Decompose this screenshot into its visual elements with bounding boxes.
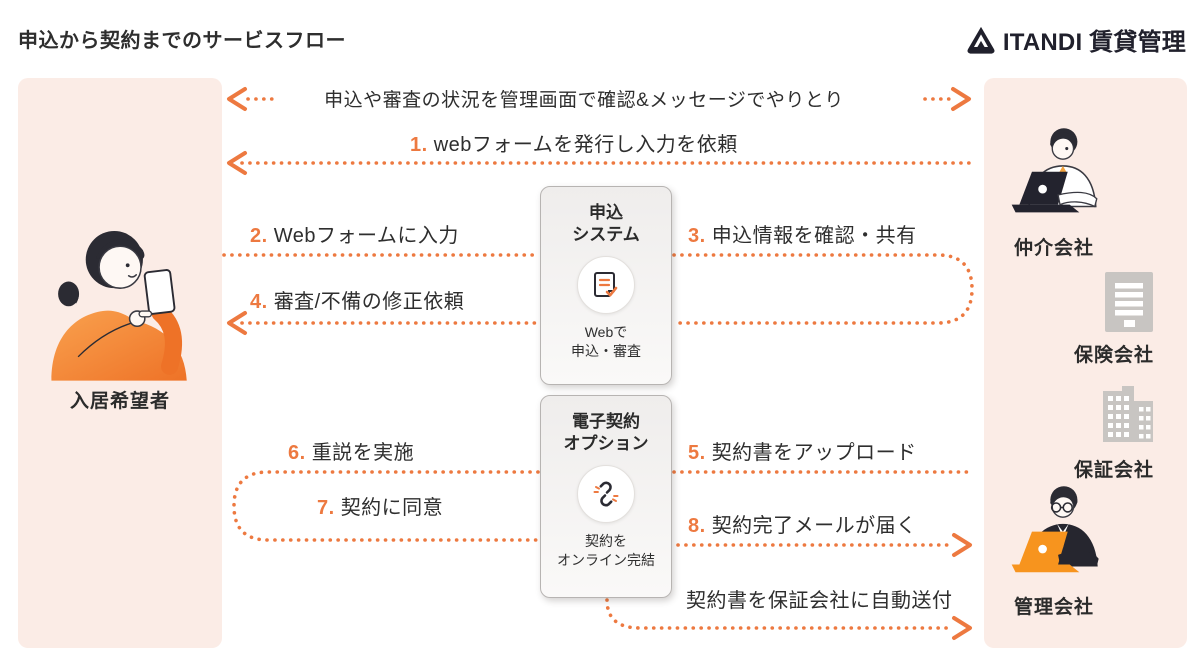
guarantor-label: 保証会社 bbox=[1073, 460, 1154, 481]
arrowhead-step4-left-icon bbox=[227, 311, 247, 335]
insurance-building-icon bbox=[1104, 270, 1154, 334]
exchange-label: 申込や審査の状況を管理画面で確認&メッセージでやりとり bbox=[324, 90, 844, 111]
step3-label: 3.申込情報を確認・共有 bbox=[688, 225, 917, 247]
brand-name: ITANDI 賃貸管理 bbox=[1002, 29, 1186, 56]
application-system-card: 申込 システム Webで 申込・審査 bbox=[540, 186, 672, 385]
chain-link-icon bbox=[577, 465, 635, 524]
arrowhead-auto-send-right-icon bbox=[952, 616, 972, 640]
applicant-label: 入居希望者 bbox=[69, 391, 170, 412]
woman-with-smartphone-icon bbox=[40, 222, 202, 382]
form-check-icon bbox=[577, 256, 635, 315]
flow-line-step3-uturn bbox=[672, 253, 974, 325]
application-card-title: 申込 システム bbox=[572, 203, 640, 245]
page-title: 申込から契約までのサービスフロー bbox=[18, 30, 346, 52]
manager-label: 管理会社 bbox=[1013, 597, 1094, 618]
itandi-logo-icon bbox=[966, 25, 996, 54]
step8-label: 8.契約完了メールが届く bbox=[688, 515, 917, 537]
contract-card-title: 電子契約 オプション bbox=[563, 412, 649, 454]
insurance-label: 保険会社 bbox=[1073, 345, 1154, 366]
step4-label: 4.審査/不備の修正依頼 bbox=[250, 291, 465, 313]
application-card-caption: Webで 申込・審査 bbox=[571, 324, 641, 360]
arrowhead-exchange-right-icon bbox=[951, 87, 971, 111]
arrowhead-exchange-left-icon bbox=[227, 87, 247, 111]
step7-label: 7.契約に同意 bbox=[317, 497, 444, 519]
guarantor-building-icon bbox=[1100, 386, 1156, 442]
e-contract-option-card: 電子契約 オプション 契約を オンライン完結 bbox=[540, 395, 672, 598]
step1-label: 1.webフォームを発行し入力を依頼 bbox=[410, 134, 738, 156]
broker-label: 仲介会社 bbox=[1013, 238, 1094, 259]
auto-send-label: 契約書を保証会社に自動送付 bbox=[686, 590, 953, 612]
contract-card-caption: 契約を オンライン完結 bbox=[557, 533, 655, 569]
manager-man-at-laptop-icon bbox=[1002, 484, 1118, 588]
step6-label: 6.重説を実施 bbox=[288, 442, 415, 464]
arrowhead-step8-right-icon bbox=[952, 533, 972, 557]
brand-logo: ITANDI 賃貸管理 bbox=[966, 22, 1186, 57]
step5-label: 5.契約書をアップロード bbox=[688, 442, 917, 464]
broker-man-at-laptop-icon bbox=[1002, 126, 1118, 230]
step2-label: 2.Webフォームに入力 bbox=[250, 225, 459, 247]
arrowhead-step1-left-icon bbox=[227, 151, 247, 175]
